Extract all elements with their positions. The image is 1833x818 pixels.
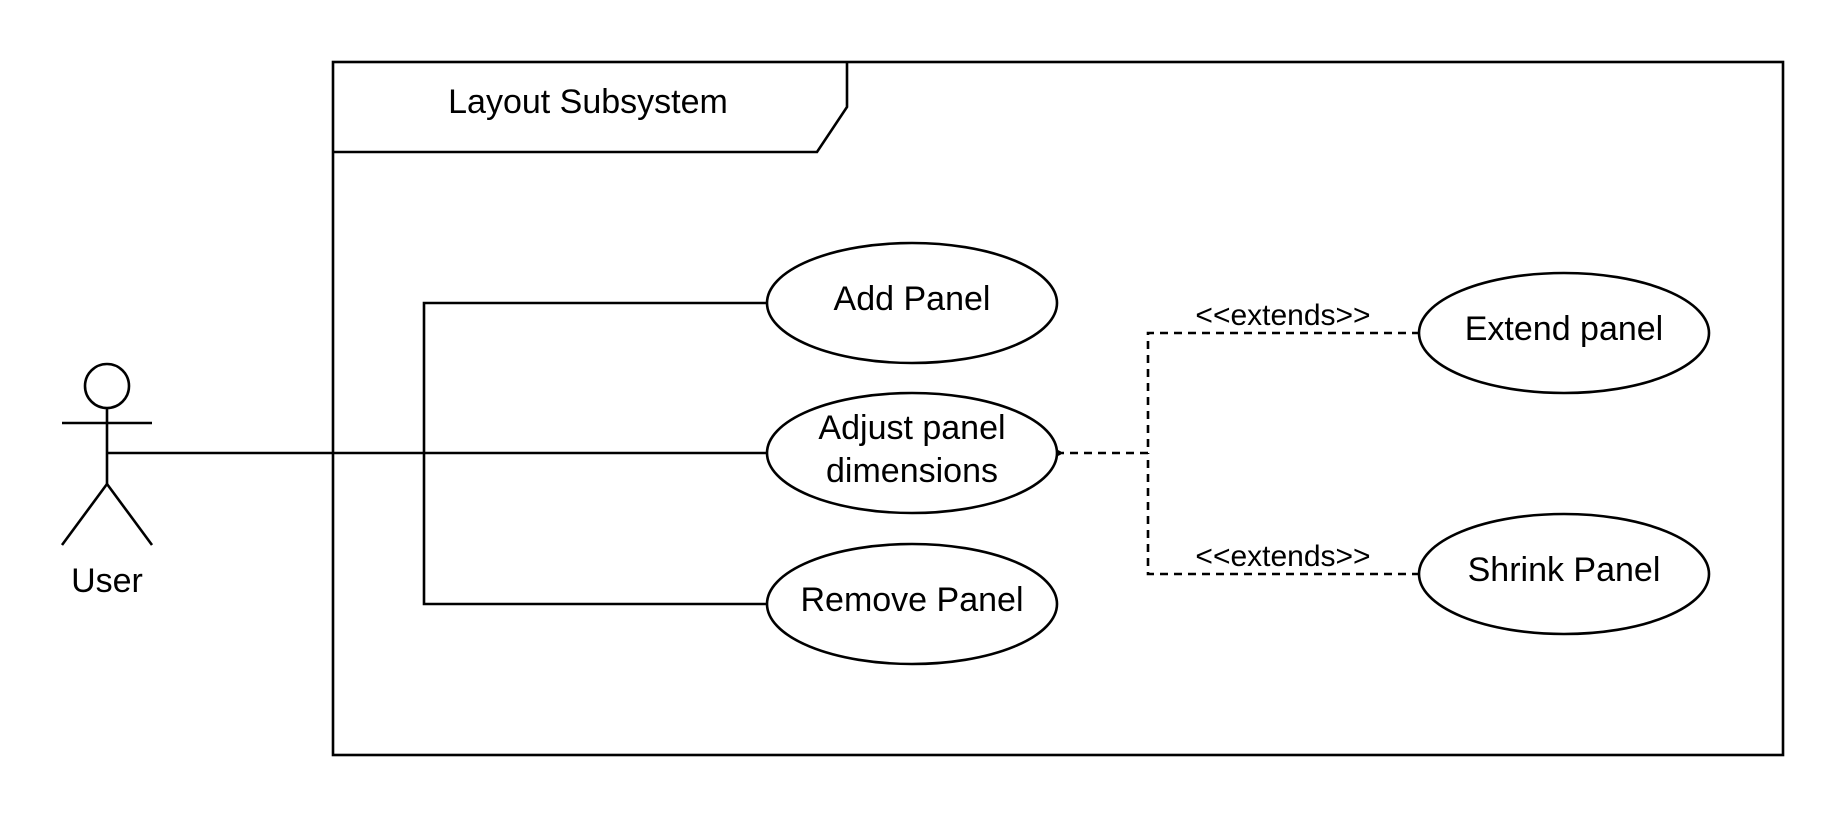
use-case-add-panel-label: Add Panel <box>834 280 991 318</box>
actor-label: User <box>71 562 143 600</box>
system-boundary: Layout Subsystem <box>331 60 1785 757</box>
use-case-extend-panel-label: Extend panel <box>1465 310 1664 348</box>
association-bracket <box>422 301 768 606</box>
use-case-remove-panel-shape <box>765 542 1059 666</box>
actor-head <box>83 362 131 410</box>
actor-user[interactable]: User <box>60 362 154 600</box>
extend-label-bottom: <<extends>> <box>1195 540 1370 573</box>
actor-left-leg <box>60 483 109 546</box>
use-case-shrink-panel[interactable]: Shrink Panel <box>1417 512 1711 636</box>
use-case-add-panel[interactable]: Add Panel <box>765 241 1059 365</box>
extend-connector-bottom <box>1146 453 1420 576</box>
extend-relations: <<extends>> <<extends>> <box>1048 299 1420 576</box>
use-case-extend-panel-shape <box>1417 271 1711 395</box>
use-case-shrink-panel-label: Shrink Panel <box>1468 551 1661 589</box>
use-case-adjust-panel[interactable]: Adjust panel dimensions <box>765 391 1059 515</box>
system-title-tab <box>333 62 849 154</box>
system-title: Layout Subsystem <box>448 83 728 121</box>
use-case-adjust-panel-label-line1: Adjust panel <box>818 409 1005 447</box>
associations <box>107 301 768 606</box>
use-case-adjust-panel-shape <box>765 391 1059 515</box>
use-case-remove-panel-label: Remove Panel <box>800 581 1023 619</box>
use-case-shrink-panel-shape <box>1417 512 1711 636</box>
use-case-extend-panel[interactable]: Extend panel <box>1417 271 1711 395</box>
use-case-add-panel-shape <box>765 241 1059 365</box>
actor-right-leg <box>105 483 154 546</box>
use-case-adjust-panel-label-line2: dimensions <box>826 452 998 490</box>
extend-connector-top <box>1146 331 1420 453</box>
extend-label-top: <<extends>> <box>1195 299 1370 332</box>
use-case-remove-panel[interactable]: Remove Panel <box>765 542 1059 666</box>
